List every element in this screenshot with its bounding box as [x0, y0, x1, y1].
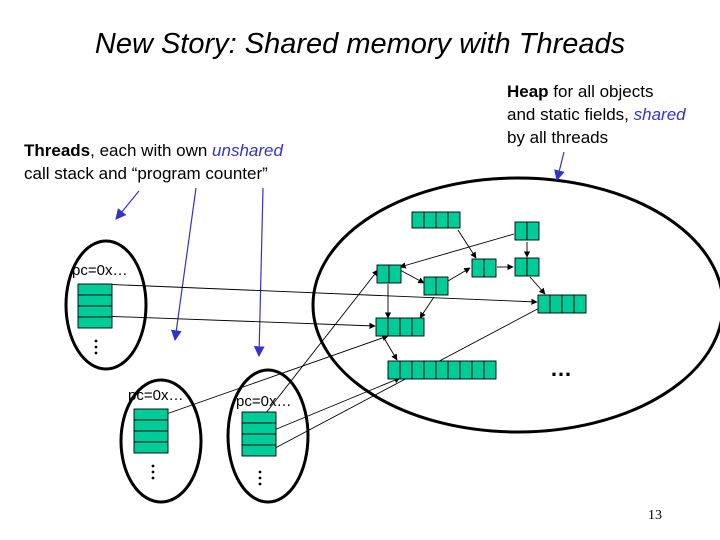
heap-object [514, 221, 540, 241]
heap-object [471, 258, 497, 278]
heap-ellipse [311, 176, 720, 434]
heap-object [411, 211, 461, 229]
heap-ref [447, 267, 471, 282]
thread-3-call-stack [241, 411, 277, 457]
thread-3-pointer-arrow [253, 187, 265, 358]
thread-2-pc-label: pc=0x… [128, 387, 183, 404]
thread-1-pc-label: pc=0x… [72, 262, 127, 279]
heap-pointer-arrow [554, 151, 565, 182]
stack-ref [261, 304, 546, 456]
heap-note-line3: by all threads [507, 128, 609, 147]
page-number: 13 [648, 508, 662, 523]
heap-object [537, 294, 587, 314]
thread-1-ellipse [64, 239, 148, 371]
slide-title: New Story: Shared memory with Threads [94, 28, 626, 60]
thread-1-stack-ellipsis [94, 339, 98, 355]
heap-note: Heap for all objects and static fields, … [507, 80, 686, 149]
heap-note-line2: and static fields, [507, 105, 634, 124]
thread-1-call-stack [77, 283, 113, 329]
heap-object [423, 276, 449, 296]
thread-1-pointer-arrow [115, 190, 140, 220]
stack-ref [99, 283, 538, 305]
heap-note-shared: shared [633, 105, 686, 124]
heap-note-bold: Heap [507, 82, 549, 101]
heap-object [375, 317, 425, 337]
heap-ref [399, 269, 425, 284]
heap-more-ellipsis: … [550, 356, 572, 381]
thread-2-ellipse [119, 378, 203, 504]
thread-2-pointer-arrow [170, 187, 197, 342]
thread-2-call-stack [133, 408, 169, 454]
threads-note-unshared: unshared [212, 141, 283, 160]
heap-note-line1: for all objects [548, 82, 654, 101]
heap-ref [419, 296, 435, 319]
heap-ref [457, 229, 477, 259]
threads-note-bold: Threads [24, 141, 91, 160]
threads-note: Threads, each with own unshared call sta… [24, 139, 283, 185]
heap-ref [399, 233, 515, 269]
heap-ref [383, 337, 398, 361]
heap-ref [529, 276, 546, 295]
thread-2-stack-ellipsis [151, 464, 155, 480]
thread-3-pc-label: pc=0x… [236, 393, 291, 410]
heap-object [376, 264, 402, 284]
threads-note-line2: call stack and “program counter” [24, 164, 268, 183]
stack-ref [261, 269, 379, 419]
heap-object [514, 257, 540, 277]
thread-3-ellipse [226, 368, 310, 504]
stack-ref [99, 315, 376, 329]
heap-object [387, 360, 497, 380]
threads-note-line1: , each with own [90, 141, 213, 160]
thread-3-stack-ellipsis [258, 470, 262, 486]
stack-ref [154, 334, 389, 419]
stack-ref [261, 377, 401, 436]
